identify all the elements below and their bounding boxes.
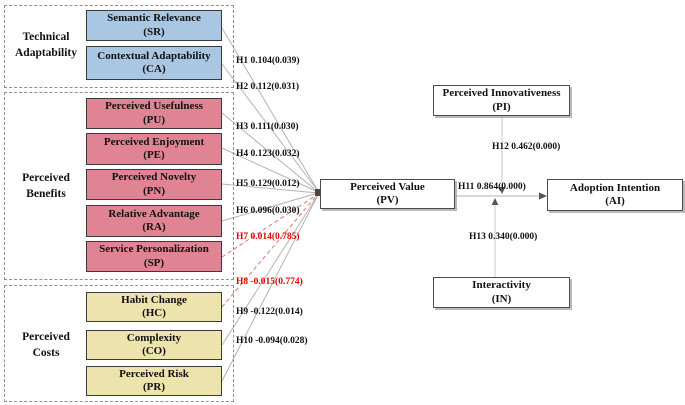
path-label-h13: H13 0.340(0.000) (469, 232, 538, 242)
edge-h8-line (221, 193, 319, 308)
group-label-line2: Costs (32, 346, 60, 359)
convergence-arrowhead-cluster (315, 189, 322, 196)
edge-h7-line (221, 193, 319, 258)
node-semantic-relevance: Semantic Relevance (SR) (86, 10, 222, 41)
node-complexity: Complexity (CO) (86, 330, 222, 360)
edge-h4-line (221, 147, 319, 193)
edge-h13-arrowhead (491, 198, 499, 205)
significant-path-lines (221, 27, 319, 382)
node-abbr: (PI) (492, 100, 511, 113)
node-contextual-adaptability: Contextual Adaptability (CA) (86, 46, 222, 80)
path-label-h10: H10 -0.094(0.028) (236, 336, 308, 346)
node-title: Adoption Intention (569, 181, 661, 194)
node-abbr: (CA) (142, 63, 166, 75)
path-label-h1: H1 0.104(0.039) (236, 56, 300, 66)
node-abbr: (PV) (376, 194, 399, 206)
group-perceived-costs (4, 285, 234, 402)
node-title: Perceived Risk (119, 367, 189, 380)
node-title: Contextual Adaptability (97, 49, 211, 62)
node-abbr: (PE) (143, 149, 165, 161)
edge-h3-line (221, 112, 319, 193)
path-label-h11: H11 0.864(0.000) (458, 182, 526, 192)
group-perceived-benefits (4, 92, 234, 280)
edge-h12-arrowhead (498, 187, 506, 194)
edge-h1-line (221, 27, 319, 192)
insignificant-path-lines (221, 193, 319, 308)
edge-h5-line (221, 183, 319, 194)
edge-h6-line (221, 192, 319, 222)
node-habit-change: Habit Change (HC) (86, 292, 222, 322)
node-abbr: (SP) (143, 256, 165, 269)
node-perceived-value: Perceived Value (PV) (320, 179, 455, 209)
path-label-h12: H12 0.462(0.000) (492, 142, 561, 152)
node-title: Semantic Relevance (107, 12, 201, 25)
node-relative-advantage: Relative Advantage (RA) (86, 205, 222, 237)
path-label-h8: H8 -0.015(0.774) (236, 277, 303, 287)
path-label-h7: H7 0.014(0.785) (236, 232, 300, 242)
node-perceived-enjoyment: Perceived Enjoyment (PE) (86, 133, 222, 165)
edge-h2-line (221, 63, 319, 192)
group-label-line1: Technical (22, 31, 70, 43)
path-label-h2: H2 0.112(0.031) (236, 82, 300, 92)
group-label-technical-adaptability: Technical Adaptability (8, 30, 84, 61)
node-title: Perceived Value (350, 180, 425, 193)
group-label-line1: Perceived (22, 172, 70, 184)
group-technical-adaptability (4, 5, 234, 88)
node-abbr: (IN) (491, 292, 512, 305)
node-title: Service Personalization (99, 243, 209, 256)
edge-h10-line (221, 194, 319, 382)
edge-h9-line (221, 194, 319, 346)
node-interactivity: Interactivity (IN) (433, 277, 570, 308)
path-label-h6: H6 0.096(0.030) (236, 206, 300, 216)
node-abbr: (CO) (142, 345, 166, 357)
node-title: Habit Change (121, 293, 187, 306)
node-abbr: (SR) (143, 25, 165, 38)
node-abbr: (PU) (143, 113, 165, 126)
path-label-h3: H3 0.111(0.030) (236, 122, 299, 132)
group-label-line1: Perceived (22, 331, 70, 343)
node-abbr: (HC) (142, 307, 166, 319)
path-label-h9: H9 -0.122(0.014) (236, 307, 303, 317)
node-title: Perceived Enjoyment (103, 135, 205, 148)
node-abbr: (RA) (142, 221, 166, 233)
node-abbr: (PR) (143, 381, 165, 393)
node-service-personalization: Service Personalization (SP) (86, 241, 222, 272)
path-label-h5: H5 0.129(0.012) (236, 179, 300, 189)
node-abbr: (PN) (143, 184, 165, 197)
node-title: Perceived Usefulness (105, 100, 203, 113)
node-abbr: (AI) (605, 195, 625, 207)
node-title: Complexity (126, 331, 182, 344)
node-perceived-risk: Perceived Risk (PR) (86, 366, 222, 396)
node-title: Perceived Innovativeness (442, 87, 561, 100)
node-perceived-novelty: Perceived Novelty (PN) (86, 169, 222, 200)
path-label-h4: H4 0.123(0.032) (236, 149, 300, 159)
node-title: Perceived Novelty (111, 171, 197, 184)
group-label-perceived-benefits: Perceived Benefits (8, 171, 84, 202)
group-label-line2: Adaptability (15, 46, 77, 59)
node-perceived-innovativeness: Perceived Innovativeness (PI) (433, 85, 570, 116)
edge-h11-arrowhead (539, 192, 547, 200)
node-title: Relative Advantage (108, 207, 200, 220)
node-title: Interactivity (472, 279, 531, 292)
group-label-perceived-costs: Perceived Costs (8, 330, 84, 361)
node-adoption-intention: Adoption Intention (AI) (547, 179, 683, 211)
node-perceived-usefulness: Perceived Usefulness (PU) (86, 98, 222, 129)
group-label-line2: Benefits (26, 187, 66, 200)
